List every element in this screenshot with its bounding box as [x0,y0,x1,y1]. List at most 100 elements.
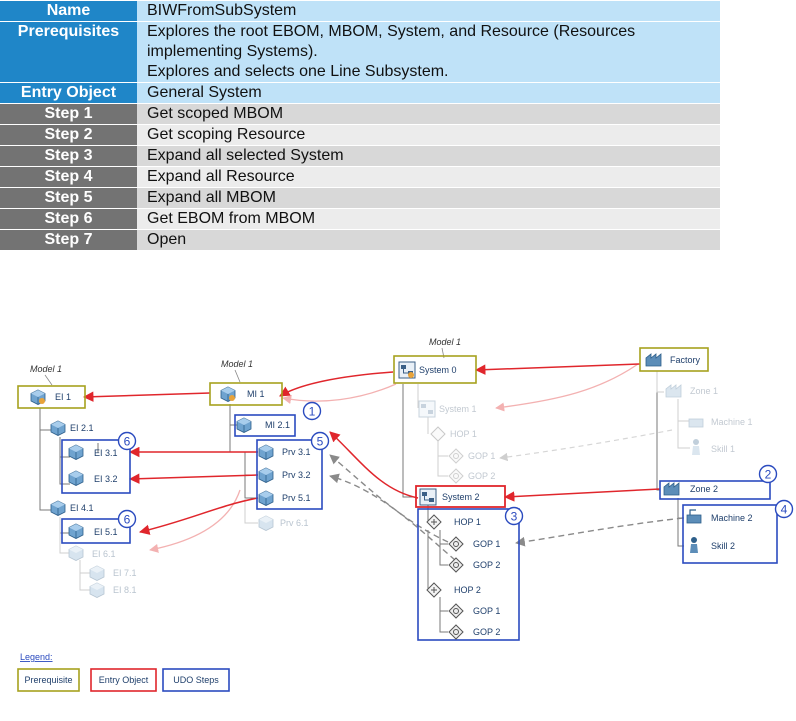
gop-2-faded-icon [448,468,464,484]
ebom-tree: EI 1 EI 2.1 EI 3.1 EI 3.2 EI 4.1 EI 5.1 [30,389,118,539]
skill-2-label: Skill 2 [711,541,735,551]
ei-8-1-label: EI 8.1 [113,585,137,595]
legend-prerequisite-label: Prerequisite [24,675,72,685]
entry-object-value: General System [137,83,720,103]
gop-1-icon [448,603,464,619]
prerequisite-boxes [17,347,709,409]
legend-udo-box [162,668,230,692]
gop-2-icon [448,624,464,640]
mbom-tree: MI 1 MI 2.1 Prv 3.1 Prv 3.2 Prv 5.1 [220,386,311,506]
system-tree: System 0 System 2 HOP 1 GOP 1 GOP 2 HOP … [398,361,500,640]
gop-2-icon [448,557,464,573]
hop-2-label: HOP 2 [454,585,481,595]
step-badge-label: 3 [511,510,518,524]
step-label: Step 1 [0,104,137,124]
hop-1-icon [426,514,442,530]
system-2-icon [419,488,437,506]
step-value: Expand all MBOM [137,188,720,208]
prv-5-1-icon [258,490,274,506]
step-badges: 1 2 3 4 5 6 6 [117,401,794,529]
ei-3-2-icon [68,470,84,486]
legend-entry-box [90,668,157,692]
prerequisites-line: implementing Systems). [147,43,318,60]
legend: Legend: Prerequisite Entry Object UDO St… [17,652,230,692]
factory-icon [645,353,662,367]
prerequisites-label: Prerequisites [0,22,137,82]
faded-tree-connectors [59,371,690,591]
ei-2-1-label: EI 2.1 [70,423,94,433]
gop-2-faded-label: GOP 2 [468,471,495,481]
udo-link-arrows [329,454,684,561]
machine-2-label: Machine 2 [711,513,753,523]
zone-1-icon [665,384,682,398]
step-label: Step 5 [0,188,137,208]
faded-arrows [149,363,673,553]
ei-3-1-icon [68,444,84,460]
step-badge-label: 1 [309,405,316,419]
gop-1-faded-label: GOP 1 [468,451,495,461]
resource-tree: Factory Zone 2 Machine 2 Skill 2 [645,353,753,553]
mi-root-label: MI 1 [247,389,265,399]
ei-3-1-label: EI 3.1 [94,448,118,458]
mi-2-1-icon [236,417,252,433]
step-value: Get EBOM from MBOM [137,209,720,229]
step-badge-label: 6 [124,513,131,527]
ei-6-1-icon [68,545,84,561]
gop-1-label: GOP 1 [473,606,500,616]
navigation-diagram: Model 1 Model 1 Model 1 1 2 3 4 5 6 6 [17,337,794,692]
model-label: Model 1 [429,337,461,347]
system-faded-tree: System 1 HOP 1 GOP 1 GOP 2 [418,400,495,484]
skill-1-label: Skill 1 [711,444,735,454]
step-value: Open [137,230,720,250]
system-0-icon [398,361,416,379]
zone-2-label: Zone 2 [690,484,718,494]
step-label: Step 4 [0,167,137,187]
hop-2-icon [426,582,442,598]
gop-1-label: GOP 1 [473,539,500,549]
skill-2-icon [690,537,698,553]
mi-root-icon [220,386,236,402]
prv-6-1-label: Prv 6.1 [280,518,309,528]
entry-object-box [415,485,506,508]
prv-3-1-icon [258,444,274,460]
name-value: BIWFromSubSystem [137,1,720,21]
step-badge-label: 4 [781,503,788,517]
step-value: Expand all Resource [137,167,720,187]
system-2-label: System 2 [442,492,480,502]
system-1-icon [418,400,436,418]
system-0-label: System 0 [419,365,457,375]
ei-5-1-label: EI 5.1 [94,527,118,537]
scenario-table: Name BIWFromSubSystem Prerequisites Expl… [0,0,720,251]
machine-2-icon [686,509,702,524]
ei-root-label: EI 1 [55,392,71,402]
hop-1-faded-icon [430,426,446,442]
ei-8-1-icon [89,582,105,598]
gop-1-faded-icon [448,448,464,464]
prv-5-1-label: Prv 5.1 [282,493,311,503]
ei-3-2-label: EI 3.2 [94,474,118,484]
step-value: Expand all selected System [137,146,720,166]
prv-6-1-icon [258,515,274,531]
gop-2-label: GOP 2 [473,560,500,570]
gop-1-icon [448,536,464,552]
step-value: Get scoped MBOM [137,104,720,124]
step-label: Step 3 [0,146,137,166]
prv-3-2-icon [258,467,274,483]
entry-arrows [82,363,661,535]
step-label: Step 2 [0,125,137,145]
step-badge-label: 5 [317,435,324,449]
hop-1-faded-label: HOP 1 [450,429,477,439]
zone-2-icon [663,482,680,496]
prerequisites-line: Explores the root EBOM, MBOM, System, an… [147,23,636,40]
step-badge-label: 6 [124,435,131,449]
legend-udo-label: UDO Steps [173,675,219,685]
ei-2-1-icon [50,420,66,436]
gop-2-label: GOP 2 [473,627,500,637]
ei-4-1-label: EI 4.1 [70,503,94,513]
machine-1-icon [688,418,704,428]
zone-1-label: Zone 1 [690,386,718,396]
tree-connectors [39,371,684,633]
machine-1-label: Machine 1 [711,417,753,427]
prv-3-2-label: Prv 3.2 [282,470,311,480]
ei-7-1-label: EI 7.1 [113,568,137,578]
